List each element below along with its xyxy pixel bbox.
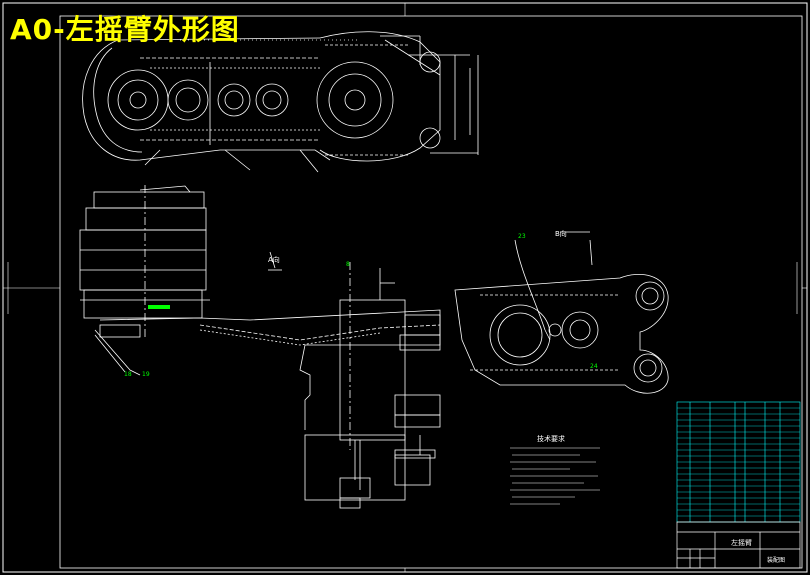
drawing-title: A0-左摇臂外形图 (10, 13, 240, 46)
balloon-18: 18 (124, 371, 132, 378)
frame-center-marks (3, 3, 807, 572)
top-view (82, 31, 479, 173)
notes-heading: 技术要求 (537, 434, 565, 443)
title-block-label: 装配图 (767, 556, 785, 564)
title-block (676, 521, 801, 569)
side-view (79, 185, 441, 509)
parts-table-rows (677, 407, 800, 517)
b-view (454, 231, 669, 394)
section-a-label: A向 (268, 255, 280, 264)
balloon-19: 19 (142, 371, 150, 378)
notes-lines (510, 447, 600, 505)
title-block-name: 左摇臂 (731, 538, 752, 547)
section-b-label: B向 (555, 229, 567, 238)
balloon-23: 23 (518, 233, 526, 240)
green-callout-block (148, 305, 170, 309)
balloon-24: 24 (590, 363, 598, 370)
balloon-8: 8 (346, 261, 350, 268)
inner-frame (59, 15, 803, 569)
